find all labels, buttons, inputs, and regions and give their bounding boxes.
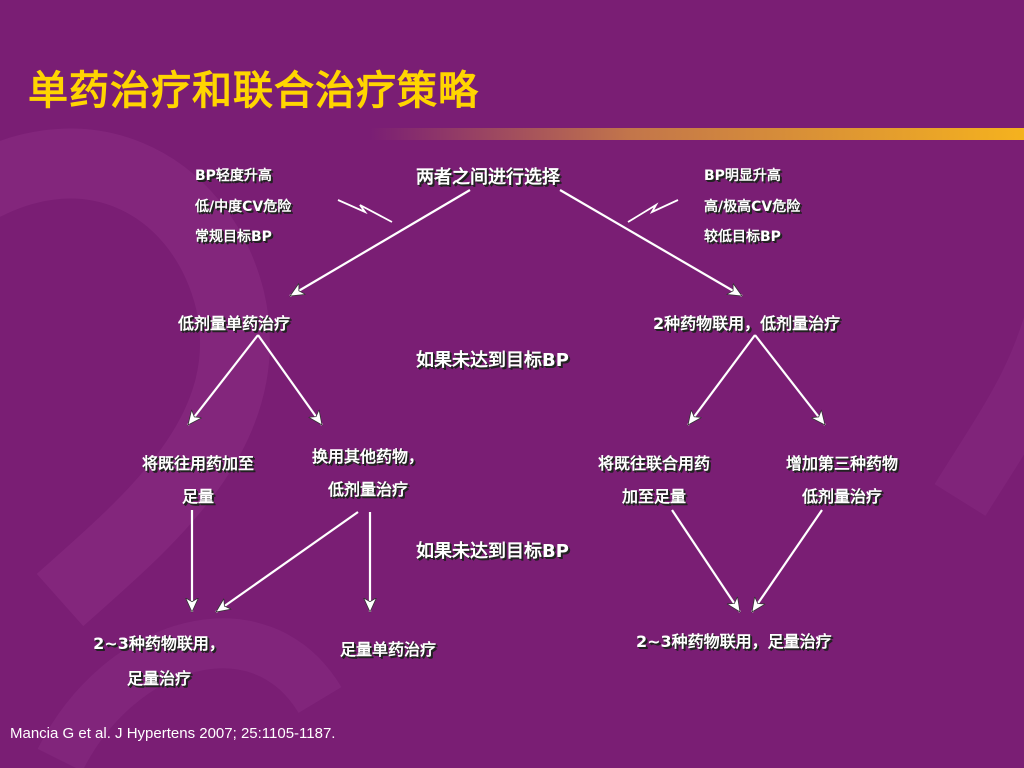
step-b-line2: 低剂量治疗 (327, 480, 408, 499)
arrow-b-to-level3a (216, 511, 359, 613)
left-criteria-3: 常规目标BP (195, 229, 272, 245)
zigzag-left (337, 199, 393, 223)
right-criteria-2: 高/极高CV危险 (704, 199, 801, 215)
step-b-line1: 换用其他药物， (311, 447, 424, 466)
right-criteria-3: 较低目标BP (704, 229, 781, 245)
arrow-right-to-c (687, 334, 756, 425)
page-title: 单药治疗和联合治疗策略 (28, 68, 479, 114)
branch-two-drug-combination: 2种药物联用，低剂量治疗 (653, 314, 841, 333)
left-criteria-2: 低/中度CV危险 (195, 199, 292, 215)
condition-target-not-reached-2: 如果未达到目标BP (416, 541, 569, 562)
arrow-c-to-level3c (671, 509, 741, 612)
condition-target-not-reached-1: 如果未达到目标BP (416, 350, 569, 371)
branch-low-dose-monotherapy: 低剂量单药治疗 (178, 314, 291, 333)
final-a-line2: 足量治疗 (126, 669, 191, 688)
zigzag-right (627, 199, 679, 223)
title-accent-bar (370, 128, 1024, 140)
left-criteria-1: BP轻度升高 (195, 168, 272, 184)
citation: Mancia G et al. J Hypertens 2007; 25:110… (10, 725, 336, 742)
arrow-left-to-a (187, 334, 259, 425)
arrow-right-to-d (754, 334, 826, 425)
final-a-line1: 2~3种药物联用， (93, 634, 225, 653)
final-combination-full-dose: 2~3种药物联用，足量治疗 (636, 632, 832, 651)
final-full-dose-monotherapy: 足量单药治疗 (340, 640, 437, 659)
right-criteria-1: BP明显升高 (704, 168, 781, 184)
step-a-line1: 将既往用药加至 (141, 454, 254, 473)
step-c-line2: 加至足量 (621, 487, 686, 506)
arrow-top-to-right (559, 189, 742, 297)
step-d-line1: 增加第三种药物 (785, 454, 898, 473)
arrow-left-to-b (257, 334, 323, 425)
step-d-line2: 低剂量治疗 (801, 487, 882, 506)
step-c-line1: 将既往联合用药 (597, 454, 710, 473)
arrow-d-to-level3c (751, 509, 823, 612)
step-a-line2: 足量 (181, 487, 214, 506)
top-choice: 两者之间进行选择 (416, 167, 560, 188)
arrow-top-to-left (290, 189, 471, 297)
